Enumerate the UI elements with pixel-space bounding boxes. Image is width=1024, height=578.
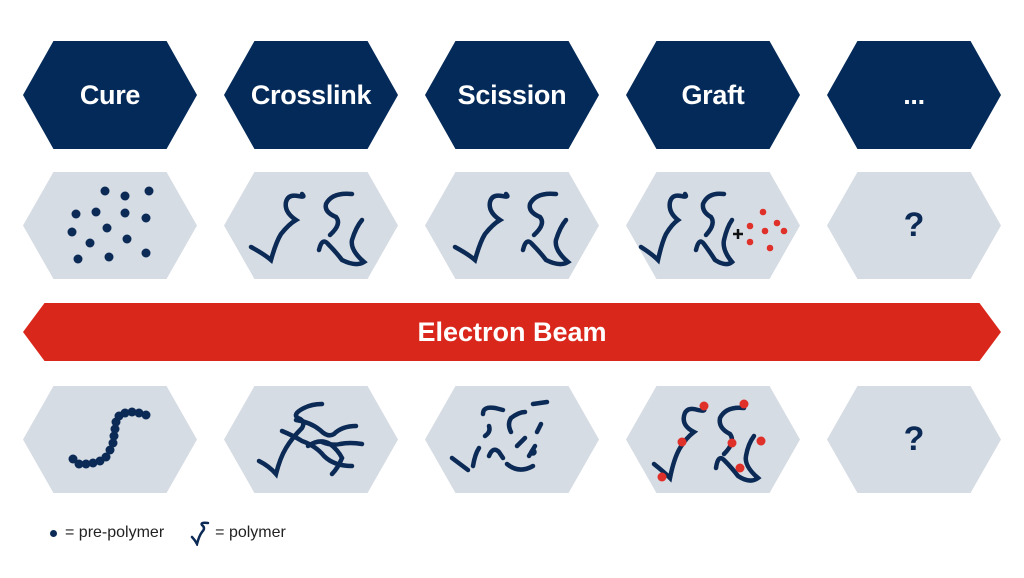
after-graft	[626, 386, 800, 493]
after-scission	[425, 386, 599, 493]
before-scission	[425, 172, 599, 279]
grafted-chains-icon	[651, 399, 766, 483]
polymer-squiggle-icon	[190, 521, 210, 546]
fragmented-chains-icon	[449, 399, 550, 473]
header-scission: Scission	[425, 41, 599, 149]
legend-polymer: = polymer	[190, 520, 286, 546]
header-crosslink: Crosslink	[224, 41, 398, 149]
pre-polymer-dots-icon	[67, 186, 154, 264]
polymer-chains-icon	[248, 191, 368, 267]
electron-beam-arrow: Electron Beam	[23, 303, 1001, 361]
polymer-plus-monomers-icon	[638, 191, 788, 267]
legend-pre-polymer: = pre-polymer	[50, 524, 164, 542]
header-label: Crosslink	[250, 79, 372, 110]
header-label: Scission	[457, 79, 567, 110]
crosslinked-network-icon	[256, 401, 365, 479]
beam-label: Electron Beam	[417, 316, 607, 347]
cured-chain-icon	[68, 407, 151, 469]
question-mark-icon: ?	[903, 420, 925, 458]
legend: = pre-polymer = polymer	[50, 520, 312, 546]
before-cure	[23, 172, 197, 279]
before-unknown: ?	[827, 172, 1001, 279]
header-label: ...	[903, 79, 925, 110]
header-graft: Graft	[626, 41, 800, 149]
before-crosslink	[224, 172, 398, 279]
legend-polymer-label: = polymer	[215, 524, 286, 541]
header-label: Cure	[79, 79, 141, 110]
after-unknown: ?	[827, 386, 1001, 493]
header-cure: Cure	[23, 41, 197, 149]
pre-polymer-dot-icon	[50, 529, 57, 537]
header-more: ...	[827, 41, 1001, 149]
polymer-chains-icon	[452, 191, 572, 267]
after-cure	[23, 386, 197, 493]
question-mark-icon: ?	[903, 206, 925, 244]
before-graft	[626, 172, 800, 279]
after-crosslink	[224, 386, 398, 493]
header-label: Graft	[681, 79, 745, 110]
legend-pre-polymer-label: = pre-polymer	[65, 524, 165, 541]
